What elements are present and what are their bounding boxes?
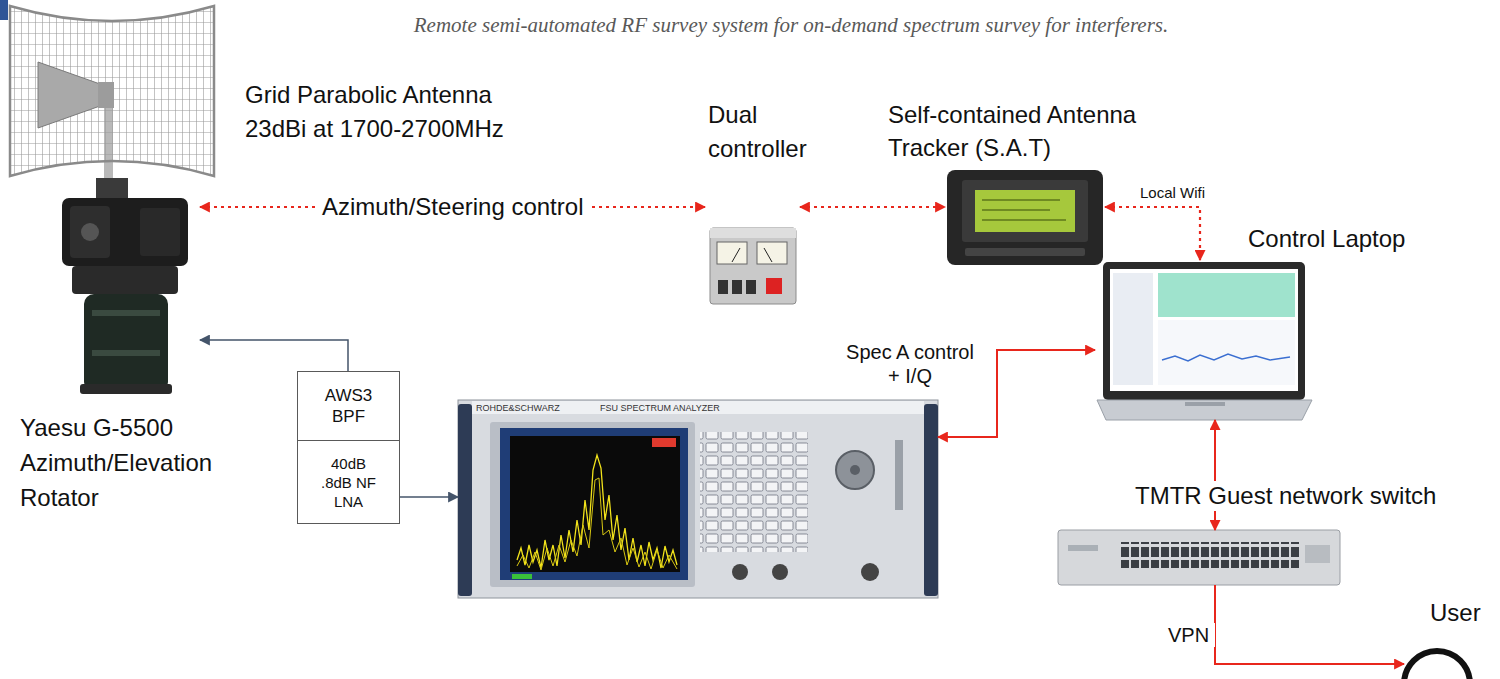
tracker-box xyxy=(975,190,1075,232)
user-label: User xyxy=(1430,598,1481,628)
spectrum-analyzer xyxy=(895,440,903,510)
grid-antenna xyxy=(38,62,100,128)
dual-controller xyxy=(732,280,742,294)
signal-connector xyxy=(400,496,458,498)
connector-label: VPN xyxy=(1162,623,1215,647)
network-switch xyxy=(1058,530,1340,585)
analyzer-unit: ROHDE&SCHWARZ FSU SPECTRUM ANALYZER xyxy=(458,400,938,598)
spectrum-analyzer xyxy=(510,436,680,572)
laptop xyxy=(1162,354,1290,361)
filter-box: AWS3 BPF xyxy=(297,371,400,441)
laptop xyxy=(1097,262,1312,420)
brand-text: ROHDE&SCHWARZ xyxy=(476,403,560,414)
spectrum-analyzer xyxy=(458,400,938,598)
laptop xyxy=(1158,273,1295,317)
signal-connector xyxy=(800,206,945,208)
grid-antenna xyxy=(10,6,214,182)
switch-unit: TMTR Guest network switch xyxy=(1058,530,1340,585)
grid-antenna xyxy=(10,6,214,176)
rotator xyxy=(62,198,188,266)
laptop xyxy=(1110,269,1298,391)
rotator-unit: Yaesu G-5500 Azimuth/Elevation Rotator xyxy=(45,180,200,395)
laptop xyxy=(1103,262,1305,400)
laptop xyxy=(1158,320,1295,385)
tracker-box xyxy=(947,170,1103,265)
connector-label: Spec A control + I/Q xyxy=(840,340,980,388)
switch-label: TMTR Guest network switch xyxy=(1129,481,1442,511)
spectrum-analyzer xyxy=(836,451,874,489)
rotator xyxy=(84,294,168,392)
rotator-label: Yaesu G-5500 Azimuth/Elevation Rotator xyxy=(20,410,250,515)
rotator xyxy=(80,384,172,394)
user-icon xyxy=(1404,651,1470,679)
user-unit: User xyxy=(1404,645,1474,679)
connector-label: Local Wifi xyxy=(1134,184,1211,202)
dual-controller xyxy=(732,248,772,262)
dual-controller xyxy=(718,280,728,294)
spectrum-analyzer xyxy=(850,465,860,475)
signal-connector xyxy=(1214,420,1216,530)
tracker-label: Self-contained Antenna Tracker (S.A.T) xyxy=(888,98,1198,164)
rotator xyxy=(96,178,128,200)
laptop xyxy=(1113,273,1153,385)
spectrum-analyzer xyxy=(924,404,938,596)
dual-controller xyxy=(710,228,796,304)
rotator xyxy=(92,310,160,316)
rotator xyxy=(62,178,188,394)
dual-controller xyxy=(746,280,756,294)
rotator xyxy=(92,350,160,356)
rotator xyxy=(70,206,110,258)
brand-text: FSU SPECTRUM ANALYZER xyxy=(600,403,720,414)
rotator xyxy=(81,223,99,241)
antenna-unit: Grid Parabolic Antenna 23dBi at 1700-270… xyxy=(5,2,220,180)
spectrum-analyzer xyxy=(700,432,808,552)
amplifier-text: 40dB .8dB NF LNA xyxy=(316,454,382,511)
laptop xyxy=(1185,402,1225,406)
corner-tab xyxy=(0,0,8,20)
spectrum-analyzer xyxy=(472,401,924,414)
signal-connector xyxy=(200,340,348,371)
network-switch xyxy=(1058,530,1340,585)
rotator xyxy=(72,266,178,294)
spectrum-analyzer xyxy=(861,563,879,581)
network-switch xyxy=(1305,545,1330,563)
spectrum-analyzer xyxy=(458,404,472,596)
signal-connector xyxy=(1105,207,1200,260)
dual-controller xyxy=(757,242,787,264)
spectrum-analyzer xyxy=(512,574,532,579)
filter-text: AWS3 BPF xyxy=(321,385,377,427)
connector-label: Azimuth/Steering control xyxy=(316,192,589,222)
antenna-label: Grid Parabolic Antenna 23dBi at 1700-270… xyxy=(245,78,545,146)
signal-connector xyxy=(1215,585,1404,664)
spectrum-analyzer xyxy=(500,428,688,580)
dual-controller xyxy=(710,228,796,304)
spectrum-analyzer xyxy=(772,564,788,580)
caption-text: Remote semi-automated RF survey system f… xyxy=(414,12,1168,38)
tracker-box xyxy=(965,248,1085,256)
dual-controller xyxy=(710,228,796,238)
network-switch xyxy=(1120,542,1300,568)
amplifier-box: 40dB .8dB NF LNA xyxy=(297,440,400,524)
spectrum-analyzer xyxy=(517,478,677,570)
tracker-box xyxy=(947,170,1103,265)
laptop-label: Control Laptop xyxy=(1248,224,1405,254)
spectrum-analyzer xyxy=(732,564,748,580)
tracker-box xyxy=(982,200,1066,220)
tracker-box xyxy=(962,180,1088,242)
laptop xyxy=(1097,400,1312,420)
grid-antenna xyxy=(98,82,114,108)
spectrum-analyzer xyxy=(458,400,938,598)
spectrum-analyzer xyxy=(490,422,695,587)
controller-label: Dual controller xyxy=(708,98,823,166)
rotator xyxy=(140,208,180,256)
spectrum-analyzer xyxy=(517,455,677,568)
laptop-unit: Control Laptop xyxy=(1095,260,1312,420)
tracker-unit: Self-contained Antenna Tracker (S.A.T) xyxy=(945,168,1105,268)
controller-unit: Dual controller xyxy=(705,198,800,308)
dual-controller xyxy=(766,278,782,294)
dual-controller xyxy=(717,242,747,264)
network-switch xyxy=(1068,545,1098,551)
spectrum-analyzer xyxy=(652,438,676,447)
